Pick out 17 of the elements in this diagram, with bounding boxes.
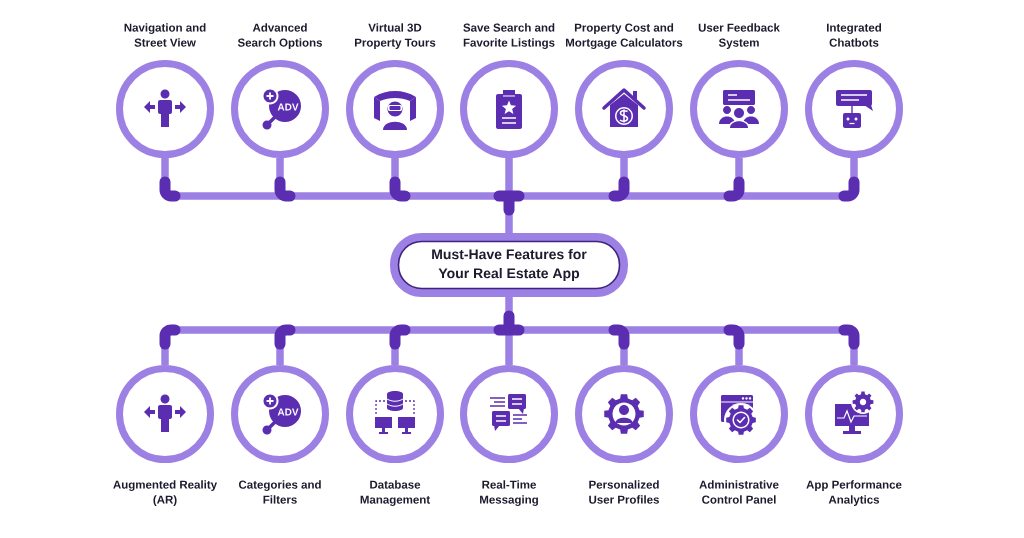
feature-label: Augmented Reality (AR): [113, 480, 217, 506]
feature-label: User Feedback System: [698, 23, 780, 49]
feature-label: App Performance Analytics: [806, 480, 902, 506]
feature-label: Administrative Control Panel: [699, 480, 779, 504]
feature-label: Integrated Chatbots: [827, 23, 882, 47]
feature-label: Property Cost and Mortgage Calculators: [566, 23, 683, 50]
feature-label: Save Search and Favorite Listings: [463, 23, 555, 50]
feature-label: Database Management: [360, 480, 430, 507]
central-box: Must-Have Features for Your Real Estate App: [390, 233, 628, 297]
icon-text: ADV: [277, 408, 299, 416]
feature-label: Categories and Filters: [238, 480, 321, 504]
feature-label: Personalized User Profiles: [589, 480, 659, 504]
feature-label: Advanced Search Options: [237, 23, 322, 49]
feature-label: Real-Time Messaging: [480, 480, 538, 507]
icon-text: ADV: [277, 103, 299, 111]
feature-label: Navigation and Street View: [124, 23, 206, 47]
feature-label: Virtual 3D Property Tours: [355, 23, 436, 49]
